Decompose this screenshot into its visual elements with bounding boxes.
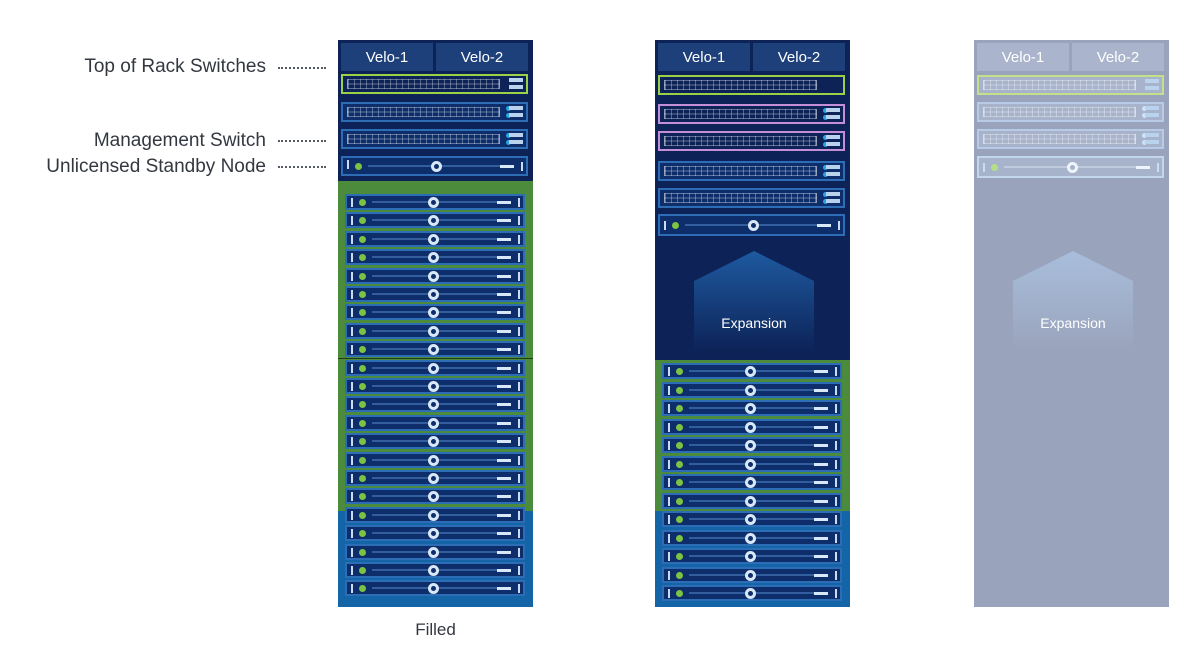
server-node: [345, 525, 525, 542]
server-node: [345, 341, 525, 358]
velo-1-label: Velo-1: [977, 43, 1069, 71]
switch: [658, 161, 845, 181]
velo-1-label: Velo-1: [658, 43, 750, 71]
standby-node: [977, 156, 1164, 178]
velo-2-label: Velo-2: [753, 43, 845, 71]
server-node: [345, 322, 525, 339]
leader-dots-tor: [278, 67, 326, 69]
management-switch-label: Management Switch: [93, 130, 266, 151]
server-node: [662, 418, 842, 435]
server-node: [345, 212, 525, 229]
filled-caption: Filled: [415, 620, 456, 639]
server-node: [662, 437, 842, 453]
management-switch: [658, 104, 845, 124]
velo-2-label: Velo-2: [1072, 43, 1164, 71]
top-of-rack-switch: [977, 75, 1164, 95]
server-node: [662, 492, 842, 509]
server-node: [345, 414, 525, 431]
server-node: [345, 580, 525, 597]
velo-1-label: Velo-1: [341, 43, 433, 71]
server-node: [345, 488, 525, 505]
rack-faded: Velo-1 Velo-2 Expansion: [974, 40, 1169, 607]
standby-node: [658, 214, 845, 236]
rack-divider: [338, 358, 533, 359]
server-node: [662, 455, 842, 472]
expansion-arrow: Expansion: [694, 251, 814, 351]
server-node: [345, 267, 525, 284]
server-node: [662, 400, 842, 416]
server-node: [345, 451, 525, 468]
management-switch: [341, 102, 528, 122]
unlicensed-standby-node-label: Unlicensed Standby Node: [46, 156, 266, 177]
server-node: [345, 506, 525, 523]
server-node: [345, 562, 525, 578]
server-node: [662, 566, 842, 583]
rack-expansion: Velo-1 Velo-2 Expansion: [655, 40, 850, 607]
expansion-label: Expansion: [1040, 315, 1106, 331]
leader-dots-standby: [278, 166, 326, 168]
server-node: [345, 433, 525, 450]
expansion-arrow-icon: [694, 251, 814, 351]
management-switch: [977, 129, 1164, 149]
top-of-rack-switches-label: Top of Rack Switches: [84, 56, 266, 77]
server-node: [345, 304, 525, 321]
server-node: [345, 396, 525, 413]
management-switch: [977, 102, 1164, 122]
rack-filled: Velo-1 Velo-2: [338, 40, 533, 607]
server-node: [662, 548, 842, 564]
expansion-label: Expansion: [721, 315, 787, 331]
velo-2-label: Velo-2: [436, 43, 528, 71]
server-node: [345, 230, 525, 247]
server-node: [662, 529, 842, 546]
expansion-arrow: Expansion: [1013, 251, 1133, 351]
management-switch: [658, 131, 845, 151]
server-node: [345, 359, 525, 376]
management-switch: [341, 129, 528, 149]
top-of-rack-switch: [658, 75, 845, 95]
server-node: [662, 474, 842, 490]
server-node: [345, 378, 525, 394]
server-node: [345, 543, 525, 560]
server-node: [345, 286, 525, 302]
server-node: [345, 194, 525, 210]
server-node: [662, 363, 842, 379]
server-node: [662, 585, 842, 601]
expansion-arrow-icon: [1013, 251, 1133, 351]
server-node: [345, 249, 525, 266]
server-node: [345, 470, 525, 486]
server-node: [662, 381, 842, 398]
switch: [658, 188, 845, 208]
server-node: [662, 511, 842, 527]
standby-node: [341, 156, 528, 176]
leader-dots-management: [278, 140, 326, 142]
top-of-rack-switch: [341, 74, 528, 94]
